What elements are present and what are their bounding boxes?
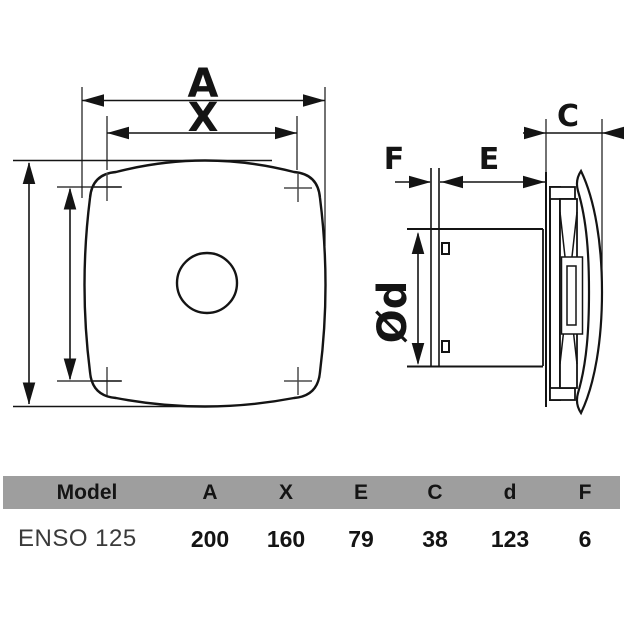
dimension-d: Ød (370, 232, 425, 365)
label-dim-a: A (188, 61, 219, 107)
cell-value-c: 38 (422, 526, 448, 552)
front-panel-outline (83, 159, 327, 408)
label-dim-diameter: Ød (370, 281, 416, 344)
front-view: A X (13, 61, 327, 408)
duct (407, 168, 544, 368)
technical-drawing: A X (13, 61, 624, 416)
col-header-d: d (503, 481, 517, 504)
motor-core (566, 265, 577, 326)
duct-clip-top (441, 242, 450, 255)
dimension-e: E (440, 142, 545, 189)
dimension-c: C (523, 99, 624, 282)
front-cover-profile (575, 168, 604, 416)
col-header-model: Model (56, 481, 118, 504)
side-view: Ød F E C (370, 99, 624, 416)
cell-value-a: 200 (190, 526, 230, 552)
dimension-a: A (81, 61, 326, 246)
flange-cap-bottom (549, 387, 576, 401)
label-dim-e: E (479, 142, 500, 177)
mounting-crosshair-bottom-right (284, 367, 312, 395)
table-header-row (3, 476, 620, 509)
dimension-height-outer (13, 159, 272, 408)
flange-cap-top (549, 186, 576, 200)
duct-clip-bottom (441, 340, 450, 353)
cell-value-f: 6 (578, 526, 592, 552)
mounting-crosshair-top-right (284, 174, 312, 202)
dimension-height-inner (57, 186, 122, 382)
col-header-f: F (578, 481, 592, 504)
cell-value-d: 123 (490, 526, 530, 552)
label-dim-x: X (188, 95, 219, 141)
cell-model-name: ENSO 125 (18, 525, 137, 552)
housing (545, 172, 584, 407)
label-dim-f: F (384, 142, 405, 177)
col-header-e: E (353, 481, 369, 504)
col-header-c: C (427, 481, 443, 504)
col-header-a: A (202, 481, 218, 504)
dimension-x: X (106, 95, 298, 170)
center-circle (175, 251, 239, 315)
cell-value-x: 160 (266, 526, 306, 552)
col-header-x: X (278, 481, 294, 504)
cell-value-e: 79 (348, 526, 374, 552)
dimension-f: F (384, 142, 431, 189)
label-dim-c: C (557, 99, 579, 134)
motor-block (560, 256, 584, 335)
